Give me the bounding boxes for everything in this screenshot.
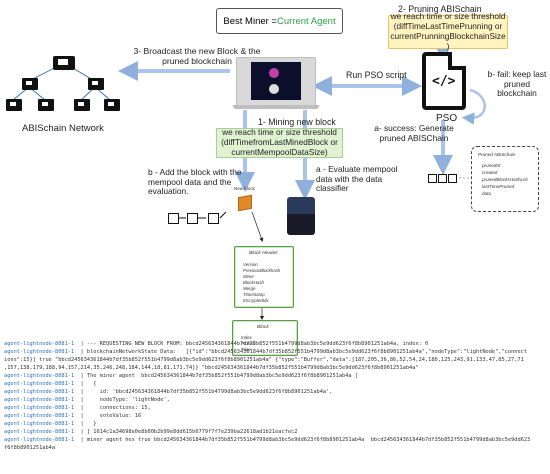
block-field: Index [241, 335, 252, 340]
block-to-header-arrow [251, 211, 264, 242]
fail-loop-arrow [461, 88, 486, 125]
console-line: agent-lightnode-8081-1 | } [4, 421, 97, 427]
pruned-field: prunedId [482, 163, 501, 168]
broadcast-label: 3- Broadcast the new Block & the pruned … [133, 46, 261, 66]
network-root-node [53, 56, 75, 70]
pruned-abischain-struct: Pruned ABISchain prunedId created pruned… [471, 146, 539, 212]
block-header-field: BlockHash [243, 280, 264, 285]
fail-label: b- fail: keep last pruned blockchain [487, 69, 547, 99]
console-line: agent-lightnode-8081-1 | ] 1614c1a34698e… [4, 429, 298, 435]
console-line: agent-lightnode-8081-1 | nodeType: 'ligh… [4, 397, 170, 403]
pso-script-icon: </> [422, 52, 466, 110]
console-line: agent-lightnode-8081-1 | connections: 15… [4, 405, 151, 411]
console-line: agent-lightnode-8081-1 | blockchainNetwo… [4, 349, 528, 355]
pruned-field: lastTimePruned [482, 184, 515, 189]
block-header-field: PreviousBlockhash [243, 268, 281, 273]
data-classifier-icon [287, 197, 315, 235]
new-block-icon [238, 194, 252, 212]
network-label: ABISchain Network [22, 123, 104, 134]
pruned-struct-title: Pruned ABISchain [478, 152, 516, 157]
pruned-field: prunedBlocksHashList [482, 177, 528, 182]
block-struct: Block Index Pruned Time [232, 320, 298, 356]
run-pso-label: Run PSO script [346, 70, 407, 80]
block-header-field: Timestamp [243, 292, 265, 297]
network-node [6, 99, 22, 111]
best-miner-box: Best Miner = Current Agent [216, 8, 343, 34]
network-node [88, 78, 104, 90]
console-line: agent-lightnode-8081-1 | { [4, 381, 97, 387]
console-line: f6f8b8901251ab4a [4, 445, 56, 451]
network-node [38, 99, 54, 111]
block-header-title: Block Header [249, 251, 278, 256]
chain-links [178, 211, 227, 219]
console-line: agent-lightnode-8081-1 | voteValue: 16 [4, 413, 142, 419]
console-line: ions":15}] true "bbcd245634361844b7df35b… [4, 357, 524, 363]
block-header-field: Merge [243, 286, 256, 291]
console-line: agent-lightnode-8081-1 | --- REQUESTING … [4, 341, 429, 347]
pruning-title: 2- Pruning ABISchain [398, 4, 482, 14]
mining-label: 1- Mining new block [258, 117, 336, 127]
network-node [22, 78, 38, 90]
success-label: a- success: Generate pruned ABISChain [374, 123, 454, 143]
pruned-field: data [482, 191, 491, 196]
console-line: agent-lightnode-8081-1 | id: 'bbcd245634… [4, 389, 333, 395]
best-miner-value: Current Agent [276, 15, 336, 27]
console-line: ,157,138,179,188,94,157,214,35,246,248,1… [4, 365, 419, 371]
pruning-threshold-box: we reach time or size threshold (diffTim… [388, 11, 508, 51]
agent-computer-icon [233, 57, 319, 109]
block-header-struct: Block Header Version PreviousBlockhash M… [234, 246, 294, 308]
block-field: Time [241, 347, 251, 352]
network-node [104, 99, 120, 111]
add-block-label: b - Add the block with the mempool data … [148, 167, 242, 197]
block-field: Pruned [241, 341, 256, 346]
evaluate-label: a - Evaluate mempool data with the data … [316, 164, 398, 194]
mining-threshold-box: we reach time or size threshold (diffTim… [216, 127, 343, 158]
best-miner-prefix: Best Miner = [223, 15, 277, 27]
console-line: agent-lightnode-8081-1 | The miner agent… [4, 373, 358, 379]
new-block-label: New block [234, 186, 255, 191]
console-line: agent-lightnode-8081-1 | miner agent hex… [4, 437, 531, 443]
block-title: Block [257, 325, 269, 330]
block-header-field: Version [243, 262, 258, 267]
console-log: agent-lightnode-8081-1 | --- REQUESTING … [4, 341, 550, 471]
network-node [74, 99, 90, 111]
pruning-threshold-text: we reach time or size threshold (diffTim… [390, 11, 506, 51]
block-header-field: EncryptedIdx [243, 298, 269, 303]
pso-label: PSO [436, 113, 458, 124]
block-header-field: Miner [243, 274, 254, 279]
mining-threshold-text: we reach time or size threshold (diffTim… [221, 127, 338, 157]
pruned-field: created [482, 170, 498, 175]
